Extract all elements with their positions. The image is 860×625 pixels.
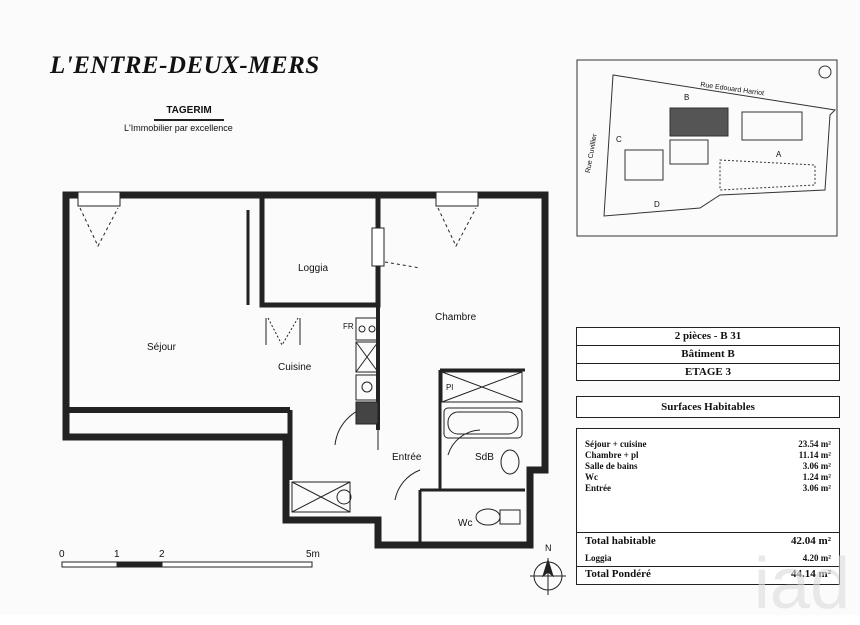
scale-tick-2: 2 <box>159 549 165 560</box>
room-label-wc: Wc <box>458 518 473 529</box>
watermark-logo: iad <box>753 544 850 624</box>
site-letter-d: D <box>654 200 660 209</box>
unit-building: Bâtiment B <box>577 346 839 364</box>
scale-tick-1: 1 <box>114 549 120 560</box>
divider <box>577 566 839 567</box>
document-title: L'ENTRE-DEUX-MERS <box>50 52 320 79</box>
room-label-cuisine: Cuisine <box>278 362 312 373</box>
room-label-sdb: SdB <box>475 452 494 463</box>
unit-floor: ETAGE 3 <box>685 366 731 378</box>
room-label-sejour: Séjour <box>147 342 176 353</box>
unit-type: 2 pièces - B 31 <box>577 328 839 346</box>
room-label-chambre: Chambre <box>435 312 477 323</box>
site-letter-c: C <box>616 135 622 144</box>
room-label-loggia: Loggia <box>298 263 329 274</box>
brand-logo: TAGERIM <box>154 105 224 121</box>
room-label-entree: Entrée <box>392 452 422 463</box>
site-letter-a: A <box>776 150 782 159</box>
surfaces-title: Surfaces Habitables <box>576 396 840 418</box>
room-label-pl: Pl <box>446 383 454 392</box>
scale-tick-5m: 5m <box>306 549 320 560</box>
room-label-fr: FR <box>343 322 354 331</box>
site-letter-b: B <box>684 93 690 102</box>
north-label: N <box>545 543 552 553</box>
brand-tagline: L'Immobilier par excellence <box>124 123 233 133</box>
unit-info-box: 2 pièces - B 31 Bâtiment B ETAGE 3 <box>576 327 840 381</box>
scale-tick-0: 0 <box>59 549 65 560</box>
divider <box>577 532 839 533</box>
